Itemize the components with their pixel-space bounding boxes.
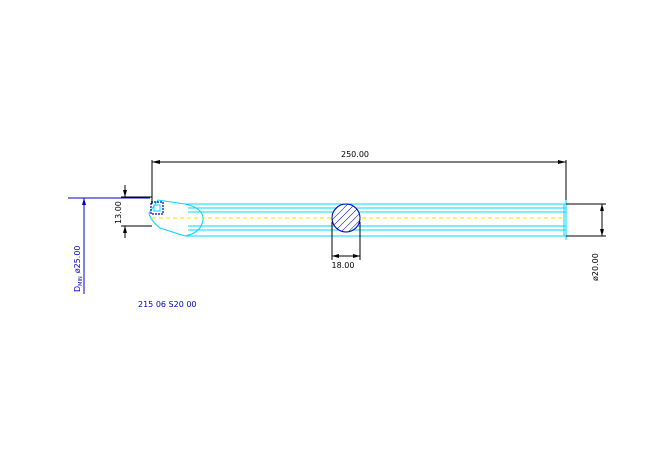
dmin-prefix: D bbox=[73, 286, 82, 292]
dmin-subscript: MIN bbox=[78, 276, 84, 286]
dmin-dimension bbox=[68, 197, 150, 294]
svg-text:DMINø25.00: DMIN ø25.00 bbox=[73, 246, 84, 293]
neck-width-label: 18.00 bbox=[332, 261, 355, 270]
length-dimension bbox=[151, 160, 567, 204]
dmin-value: ø25.00 bbox=[73, 246, 82, 274]
neck-section-hatch bbox=[331, 203, 361, 233]
dmin-label: DMIN ø25.00 bbox=[73, 246, 84, 293]
boring-bar-body bbox=[148, 199, 567, 240]
insert-icon bbox=[150, 201, 164, 215]
length-dimension-label: 250.00 bbox=[341, 150, 369, 159]
tip-offset-label: 13.00 bbox=[114, 201, 123, 224]
shank-diameter-dimension bbox=[566, 203, 606, 237]
neck-width-dimension bbox=[331, 222, 361, 260]
tip-offset-dimension bbox=[121, 185, 152, 238]
shank-diameter-label: ø20.00 bbox=[591, 253, 600, 281]
part-code: 215 06 S20 00 bbox=[138, 300, 197, 309]
